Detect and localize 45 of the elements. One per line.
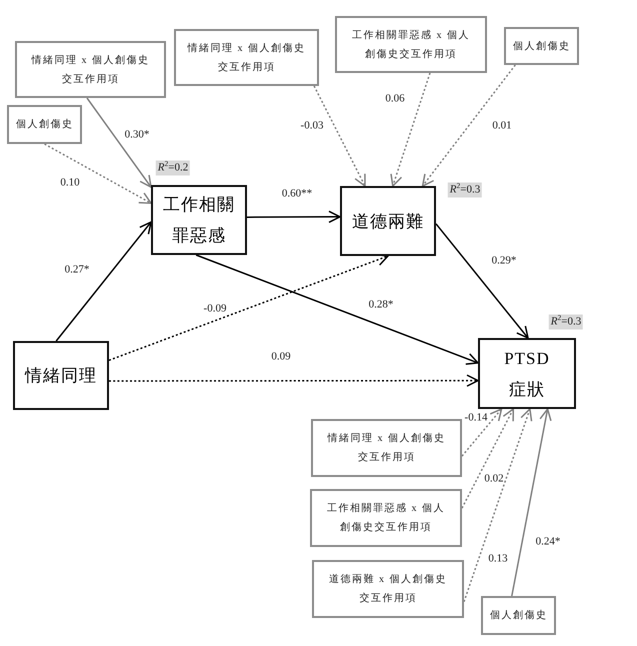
coefficient-label: 0.60** [282,188,312,200]
coefficient-label: 0.06 [385,92,405,106]
coefficient-label: 0.09 [271,350,291,364]
coefficient-label: 0.02 [484,472,504,486]
r-squared-label: R$^{2}$=0.3 [548,314,584,330]
r-squared-label: R$^{2}$=0.3 [448,182,482,198]
coefficient-label: -0.09 [204,302,226,316]
arrow [390,72,431,187]
coefficient-label: -0.14 [464,412,488,424]
arrow [435,223,529,339]
coefficient-label: 0.27* [64,264,90,276]
arrow [461,408,502,457]
arrow [422,64,516,187]
moderator-box: 情緒同理 x 個人創傷史交互作用項 [174,29,319,86]
coefficient-label: 0.13 [488,552,508,566]
arrow [109,374,479,387]
arrow [108,254,389,361]
moderator-box: 個人創傷史 [7,105,82,144]
variable-box: 工作相關罪惡感 [151,185,247,255]
arrow [463,408,532,602]
moderator-box: 工作相關罪惡感 x 個人創傷史交互作用項 [310,489,462,547]
arrow [313,86,366,187]
moderator-box: 情緒同理 x 個人創傷史交互作用項 [311,419,462,477]
variable-box: 情緒同理 [13,341,109,410]
variable-box: 道德兩難 [340,186,436,256]
arrow [461,408,514,508]
moderator-box: 工作相關罪惡感 x 個人創傷史交互作用項 [335,16,487,73]
arrow [247,210,341,224]
coefficient-label: 0.01 [492,120,512,132]
coefficient-label: 0.10 [60,176,80,190]
coefficient-label: -0.03 [300,120,324,132]
moderator-box: 個人創傷史 [481,596,556,635]
moderator-box: 道德兩難 x 個人創傷史交互作用項 [312,560,464,618]
arrow [56,221,152,342]
coefficient-label: 0.30* [124,128,150,142]
moderator-box: 情緒同理 x 個人創傷史交互作用項 [15,41,166,98]
arrow [44,143,152,204]
moderator-box: 個人創傷史 [504,27,579,65]
coefficient-label: 0.29* [492,254,516,268]
variable-box: PTSD 症狀 [478,338,576,409]
arrow [196,254,479,365]
arrow [511,408,552,596]
coefficient-label: 0.24* [536,536,560,548]
coefficient-label: 0.28* [368,298,394,312]
r-squared-label: R$^{2}$=0.2 [156,160,190,176]
